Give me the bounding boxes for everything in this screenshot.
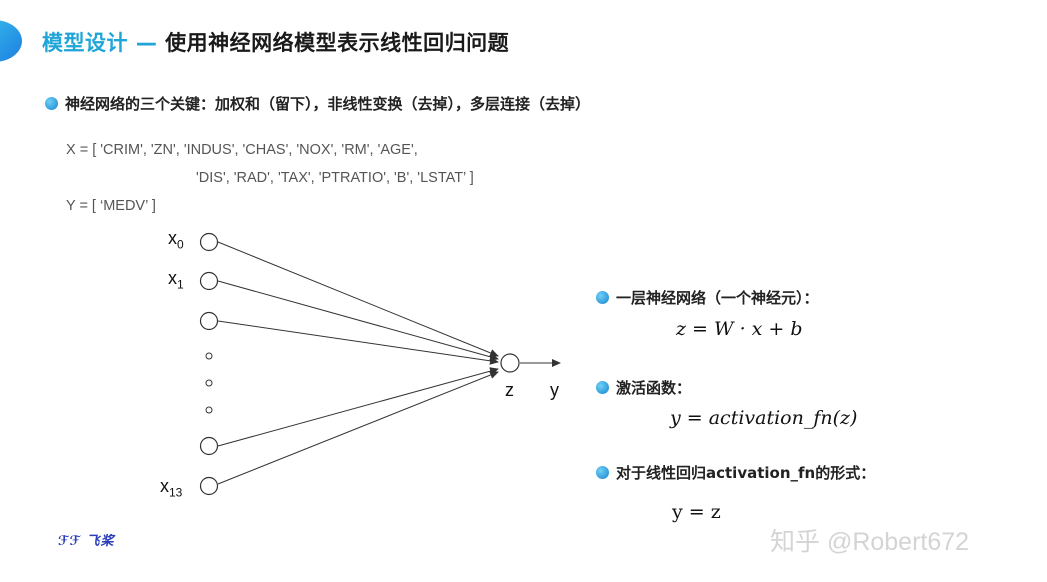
activation-formula: y = activation_fn(z) [670,407,858,429]
identity-formula: y = z [672,501,721,523]
edge-x1 [217,280,499,361]
paddle-logo: ℱℱ 飞桨 [58,534,115,549]
ellipsis-dot [205,406,213,414]
bullet-icon [596,466,609,479]
title-highlight: 模型设计 [42,31,128,55]
neuron-z [500,353,520,373]
single-layer-text: 一层神经网络（一个神经元）： [616,289,819,307]
key-point-text: 神经网络的三个关键：加权和（留下），非线性变换（去掉），多层连接（去掉） [65,95,591,113]
label-y: y [550,380,559,400]
corner-accent-shape [0,20,22,62]
linear-regression-text: 对于线性回归activation_fn的形式： [616,464,876,482]
label-x1: x1 [168,268,184,292]
single-layer-bullet: 一层神经网络（一个神经元）： [596,287,819,308]
input-node-x1 [199,271,219,291]
label-x0: x0 [168,228,184,252]
activation-text: 激活函数： [616,379,692,397]
label-x13: x13 [160,476,183,500]
input-node-x13 [199,476,219,496]
edge-x13 [217,371,499,485]
edge-x2 [217,320,499,365]
ellipsis-dot [205,379,213,387]
label-z: z [505,380,514,400]
linear-formula: z = W · x + b [676,318,803,340]
linear-regression-bullet: 对于线性回归activation_fn的形式： [596,462,875,483]
bullet-icon [45,97,58,110]
feature-list-line1: X = [ 'CRIM', 'ZN', 'INDUS', 'CHAS', 'NO… [66,142,418,158]
edge-x12 [217,367,499,447]
input-node-x0 [199,232,219,252]
bullet-icon [596,381,609,394]
zhihu-watermark: 知乎 @Robert672 [770,528,970,556]
bullet-icon [596,291,609,304]
feature-list-line2: 'DIS', 'RAD', 'TAX', 'PTRATIO', 'B', 'LS… [196,170,474,186]
input-node-x2 [199,311,219,331]
input-node-x12 [199,436,219,456]
activation-bullet: 激活函数： [596,377,691,398]
ellipsis-dot [205,352,213,360]
slide-title: 模型设计 — 使用神经网络模型表示线性回归问题 [42,27,509,57]
target-list: Y = [ ‘MEDV’ ] [66,198,156,214]
title-rest: 使用神经网络模型表示线性回归问题 [165,31,510,55]
title-dash: — [135,31,158,55]
edge-x0 [217,241,499,357]
key-point-bullet: 神经网络的三个关键：加权和（留下），非线性变换（去掉），多层连接（去掉） [45,93,590,114]
